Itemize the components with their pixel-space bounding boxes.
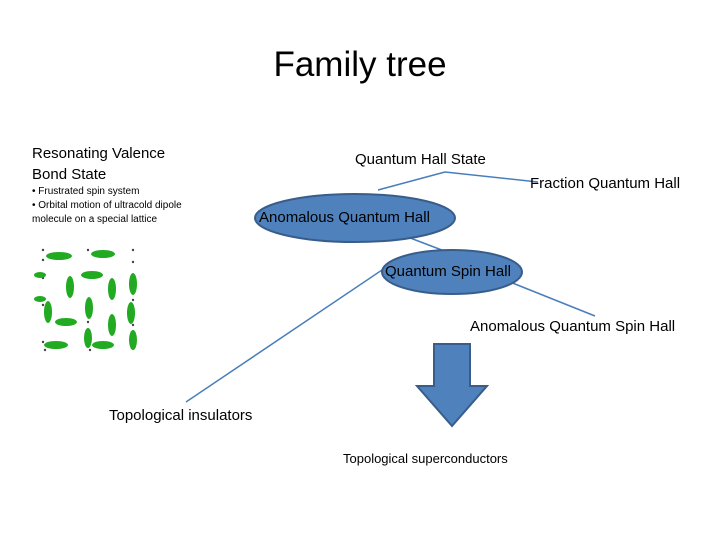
dimer-lattice-illustration (34, 248, 137, 352)
anomalous-quantum-hall-label: Anomalous Quantum Hall (259, 209, 430, 226)
connector-qhs-fqh (444, 171, 539, 183)
rvb-heading-line1: Resonating Valence (32, 145, 166, 162)
quantum-hall-state-label: Quantum Hall State (355, 151, 486, 168)
anomalous-quantum-spin-hall-label: Anomalous Quantum Spin Hall (470, 318, 676, 335)
connector-qsh-ti (185, 267, 386, 403)
rvb-bullet-2: • Orbital motion of ultracold dipole (32, 200, 182, 211)
connector-qhs-aqh (377, 171, 446, 191)
topological-insulators-label: Topological insulators (109, 407, 253, 424)
rvb-bullet-3: molecule on a special lattice (32, 214, 158, 225)
page-title: Family tree (273, 45, 447, 84)
down-arrow-icon (414, 343, 490, 428)
quantum-spin-hall-ellipse (381, 249, 523, 295)
anomalous-quantum-hall-ellipse (254, 193, 456, 243)
fraction-quantum-hall-label: Fraction Quantum Hall (530, 175, 681, 192)
connector-qsh-aqsh (509, 281, 596, 317)
topological-superconductors-label: Topological superconductors (343, 451, 508, 466)
rvb-heading-line2: Bond State (32, 166, 107, 183)
rvb-bullet-1: • Frustrated spin system (32, 186, 140, 197)
quantum-spin-hall-label: Quantum Spin Hall (385, 263, 511, 280)
